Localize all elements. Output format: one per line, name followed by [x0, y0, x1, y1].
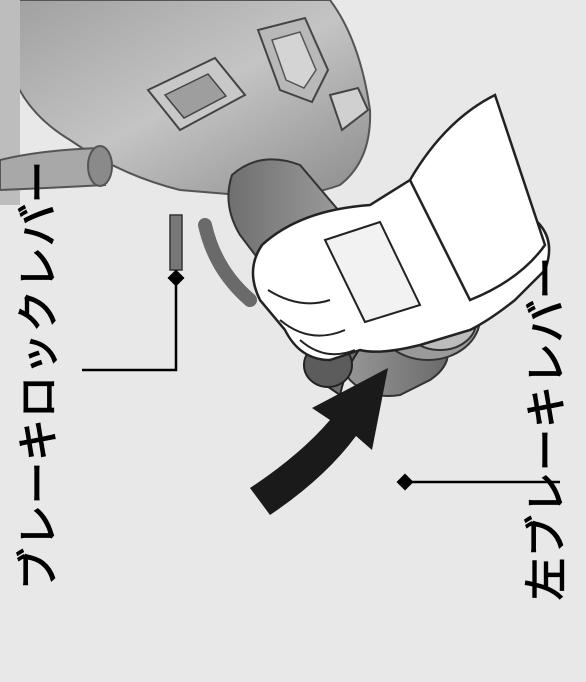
cable-end: [88, 146, 112, 186]
diamond-icon: [397, 474, 414, 491]
lock-lever-rod: [170, 215, 182, 270]
diamond-icon: [168, 270, 185, 287]
lock-lever-leader-line: [82, 278, 176, 370]
brake-lock-lever-label: ブレーキロックレバー: [18, 160, 60, 590]
curved-arrow-icon: [250, 368, 388, 515]
left-brake-lever-label: 左ブレーキレバー: [526, 256, 568, 600]
